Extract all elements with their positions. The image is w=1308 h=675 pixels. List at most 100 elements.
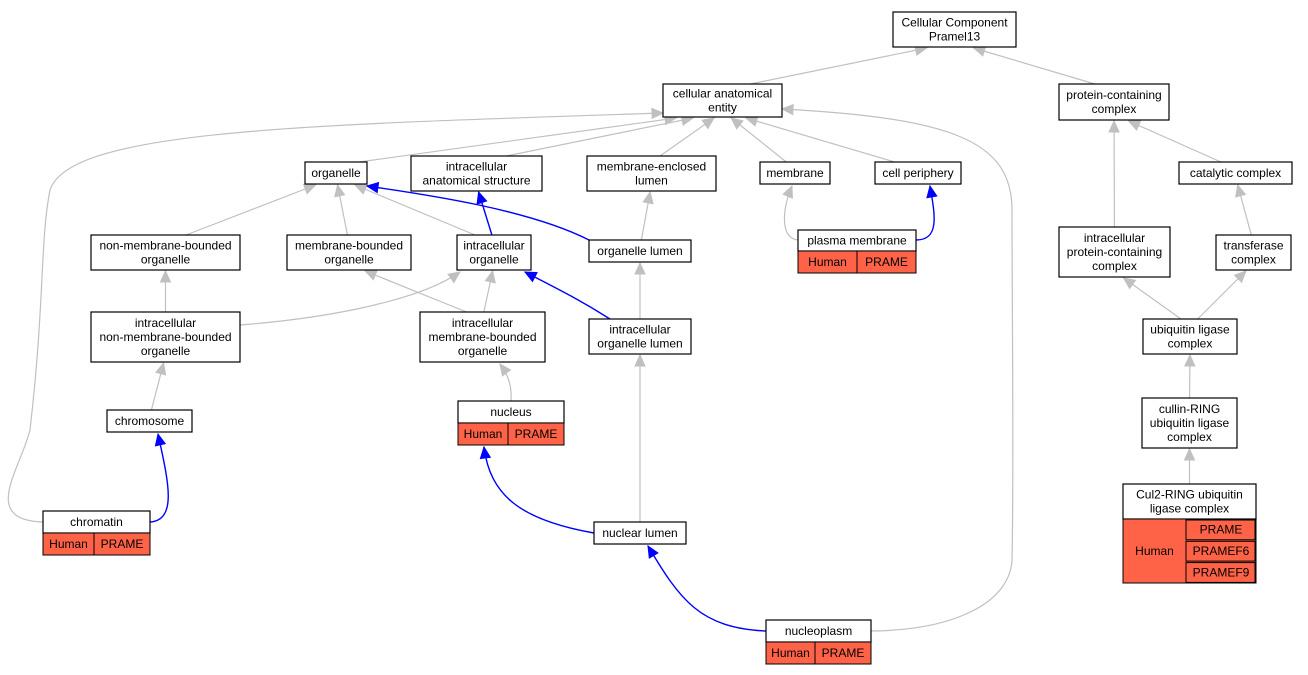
gene-label: PRAME: [822, 646, 865, 660]
node-box: [106, 409, 193, 433]
node-nlumen[interactable]: nuclear lumen: [593, 521, 687, 545]
edge-line: [750, 47, 927, 85]
node-label: complex: [1231, 253, 1276, 267]
node-label: intracellular: [446, 160, 507, 174]
edge-arrowhead: [972, 45, 987, 57]
edge-imbo-to-io: [483, 269, 496, 313]
node-label: organelle lumen: [597, 337, 682, 351]
edge-ias-to-cae: [505, 114, 695, 157]
node-label: organelle: [469, 253, 519, 267]
node-label: complex: [1092, 259, 1137, 273]
edge-arrowhead: [1235, 183, 1247, 198]
node-label: Cellular Component: [901, 16, 1008, 30]
edge-line: [647, 545, 767, 632]
edge-cul2-to-crulc: [1183, 447, 1196, 484]
gene-cell: [1185, 540, 1256, 562]
node-membrane[interactable]: membrane: [759, 161, 831, 185]
species-label: Human: [808, 255, 847, 269]
edge-arrowhead: [1108, 119, 1120, 133]
edge-line: [366, 185, 590, 241]
node-label: chromosome: [115, 414, 185, 428]
edge-inmbo-to-nmbo: [159, 269, 172, 312]
edge-nlumen-to-iol: [634, 353, 646, 522]
edge-crulc-to-ulc: [1184, 353, 1196, 399]
node-label: catalytic complex: [1190, 166, 1281, 180]
node-label: nucleoplasm: [785, 624, 852, 638]
node-box: [419, 311, 546, 363]
node-label: protein-containing: [1067, 245, 1162, 259]
edge-arrowhead: [479, 445, 492, 460]
edge-arrowhead: [651, 107, 665, 120]
node-box: [588, 239, 692, 263]
edge-inmbo-to-io: [239, 271, 461, 326]
gene-label: PRAME: [515, 427, 558, 441]
edge-arrowhead: [1233, 270, 1247, 284]
gene-cell: [93, 532, 151, 556]
edge-cae-to-root: [750, 44, 928, 85]
edge-membrane-to-cae: [730, 117, 787, 163]
node-box: [1141, 397, 1238, 449]
node-box: [304, 161, 368, 185]
gene-label: PRAMEF9: [1193, 565, 1250, 579]
node-label: cullin-RING: [1159, 402, 1220, 416]
node-label: protein-containing: [1066, 88, 1161, 102]
gene-label: PRAME: [1200, 523, 1243, 537]
node-label: membrane-bounded: [428, 330, 536, 344]
edge-line: [239, 271, 461, 326]
node-organelle[interactable]: organelle: [304, 161, 368, 185]
edge-olumen-to-mel: [640, 190, 654, 241]
edge-line: [781, 108, 1014, 632]
gene-cell: [856, 250, 917, 274]
node-inmbo[interactable]: intracellularnon-membrane-boundedorganel…: [90, 311, 241, 363]
node-catcx[interactable]: catalytic complex: [1178, 161, 1293, 185]
edge-pm-to-membrane: [782, 184, 799, 241]
edge-arrowhead: [484, 269, 496, 284]
edge-mel-to-cae: [659, 117, 715, 157]
gene-cell: [507, 422, 565, 446]
node-cellper[interactable]: cell periphery: [874, 161, 962, 185]
gene-label: PRAMEF6: [1193, 544, 1250, 558]
node-olumen[interactable]: organelle lumen: [588, 239, 692, 263]
node-label: nucleus: [490, 405, 531, 419]
node-label: cellular anatomical: [673, 87, 772, 101]
node-label: membrane-enclosed: [597, 160, 706, 174]
edge-line: [745, 117, 895, 163]
edge-transcx-to-catcx: [1235, 183, 1252, 236]
edge-line: [358, 117, 677, 163]
edge-line: [1123, 277, 1182, 320]
node-box: [874, 161, 962, 185]
node-label: membrane-bounded: [295, 239, 403, 253]
edge-line: [973, 47, 1096, 85]
node-box: [286, 234, 412, 271]
node-chromosome[interactable]: chromosome: [106, 409, 193, 433]
edge-line: [730, 117, 787, 163]
edge-pcc-to-root: [972, 45, 1096, 85]
node-label: intracellular: [463, 239, 524, 253]
node-label: organelle: [458, 344, 508, 358]
edge-arrowhead: [744, 115, 759, 127]
node-box: [90, 311, 241, 363]
